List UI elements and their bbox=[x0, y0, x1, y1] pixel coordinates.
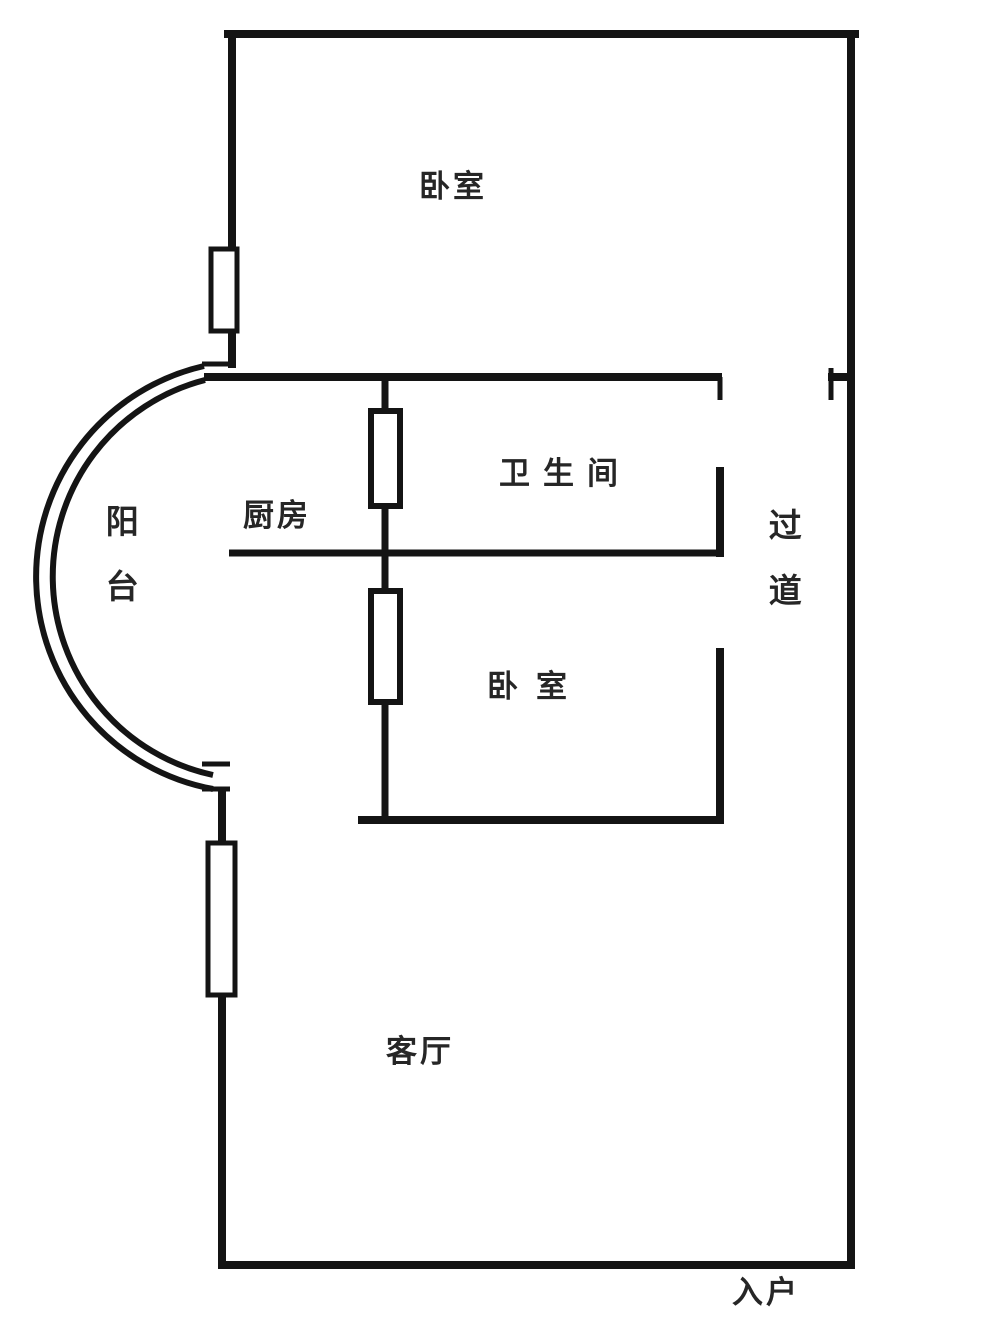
window-kitchen-lower bbox=[368, 588, 403, 705]
label-living-room: 客厅 bbox=[386, 1034, 454, 1070]
label-kitchen: 厨房 bbox=[243, 498, 311, 534]
balcony-arc-inner bbox=[49, 377, 214, 778]
label-bathroom: 卫生间 bbox=[499, 456, 631, 492]
label-bedroom-top: 卧室 bbox=[419, 169, 487, 205]
balcony-arc-outer bbox=[33, 363, 214, 792]
window-bedroom-top bbox=[208, 246, 240, 334]
window-living-room bbox=[205, 840, 238, 998]
window-kitchen-upper bbox=[368, 408, 403, 509]
walls bbox=[33, 30, 859, 1269]
label-corridor: 过道 bbox=[763, 508, 803, 638]
label-balcony: 阳台 bbox=[100, 504, 140, 634]
label-entrance: 入户 bbox=[732, 1275, 800, 1311]
label-bedroom-mid: 卧室 bbox=[487, 669, 585, 705]
